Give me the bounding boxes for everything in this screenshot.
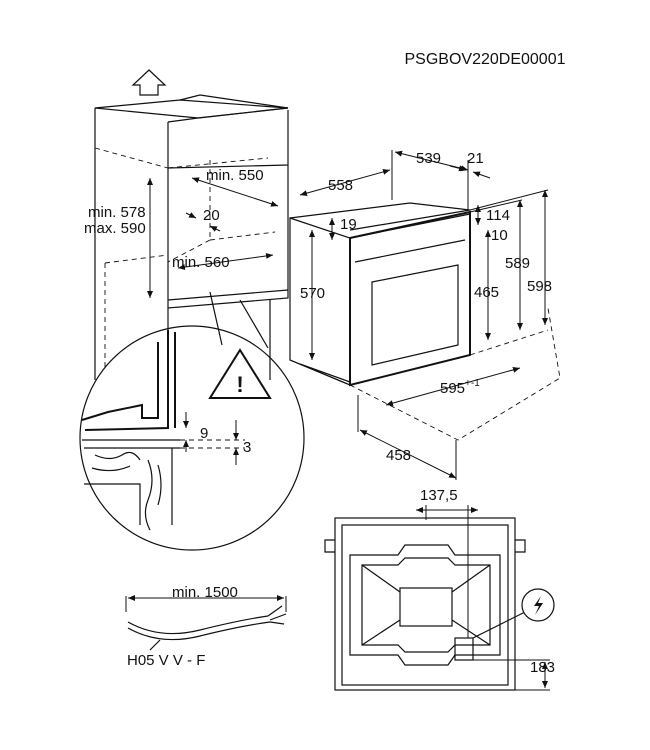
dim-458: 458 xyxy=(386,447,411,464)
dim-10: 10 xyxy=(491,227,508,244)
dim-min-560: min. 560 xyxy=(172,254,230,271)
dim-570: 570 xyxy=(300,285,325,302)
dim-595: 595+-1 xyxy=(440,378,480,397)
dim-max-590: max. 590 xyxy=(84,220,146,237)
dim-539: 539 xyxy=(416,150,441,167)
svg-text:!: ! xyxy=(236,372,243,397)
dim-589: 589 xyxy=(505,255,530,272)
dim-20: 20 xyxy=(203,207,220,224)
dim-19: 19 xyxy=(340,216,357,233)
mounting-detail: ! xyxy=(79,291,305,551)
dim-465: 465 xyxy=(474,284,499,301)
dim-183: 183 xyxy=(530,659,555,676)
oven-drawing xyxy=(289,150,561,480)
dim-114: 114 xyxy=(486,207,510,224)
dim-558: 558 xyxy=(328,177,353,194)
cable-type: H05 V V - F xyxy=(127,652,205,669)
warning-triangle-icon: ! xyxy=(208,348,272,399)
model-code: PSGBOV220DE00001 xyxy=(405,51,566,68)
dim-min-578: min. 578 xyxy=(88,204,146,221)
dim-min-550: min. 550 xyxy=(206,167,264,184)
dim-21: 21 xyxy=(467,150,484,167)
oven-back-view xyxy=(324,505,555,691)
dim-3: 3 xyxy=(243,439,251,456)
dim-9: 9 xyxy=(200,425,208,442)
arrow-up-icon xyxy=(131,69,167,96)
cable-length: min. 1500 xyxy=(172,584,238,601)
power-socket-icon xyxy=(534,596,543,615)
dim-598: 598 xyxy=(527,278,552,295)
dim-137-5: 137,5 xyxy=(420,487,458,504)
power-cable xyxy=(125,595,287,651)
